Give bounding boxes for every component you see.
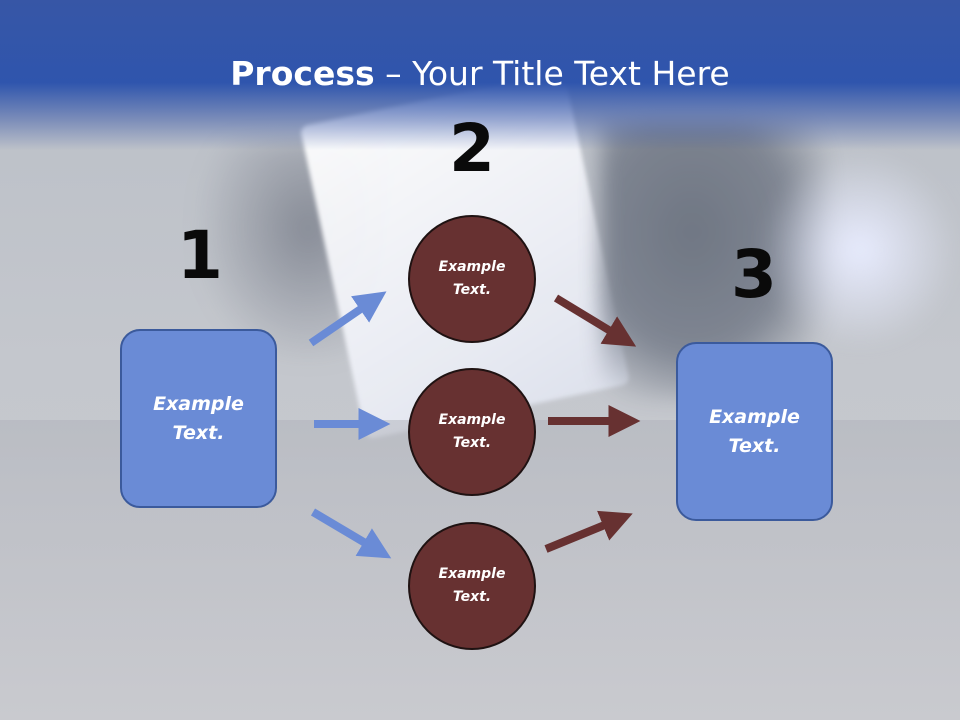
circle-bottom-label: Example Text. — [438, 566, 506, 605]
circle-top-label: Example Text. — [438, 259, 506, 298]
slide-title: Process – Your Title Text Here — [0, 52, 960, 96]
process-circle-top: Example Text. — [408, 215, 536, 343]
process-circle-middle: Example Text. — [408, 368, 536, 496]
title-bold: Process — [230, 54, 375, 93]
arrow-bottom-to-right — [544, 510, 633, 553]
arrow-left-to-top — [308, 291, 387, 347]
step-number-1: 1 — [177, 217, 223, 294]
title-rest: – Your Title Text Here — [374, 54, 730, 93]
box-left-label: Example Text. — [153, 392, 244, 444]
process-box-left: Example Text. — [120, 329, 277, 508]
box-right-label: Example Text. — [709, 405, 800, 457]
process-box-right: Example Text. — [676, 342, 833, 521]
process-circle-bottom: Example Text. — [408, 522, 536, 650]
circle-middle-label: Example Text. — [438, 412, 506, 451]
header-band — [0, 0, 960, 150]
arrow-left-to-bottom — [310, 508, 392, 559]
background-photo-glow — [760, 150, 960, 350]
step-number-2: 2 — [449, 110, 495, 187]
arrow-top-to-right — [553, 294, 637, 347]
step-number-3: 3 — [731, 236, 777, 313]
